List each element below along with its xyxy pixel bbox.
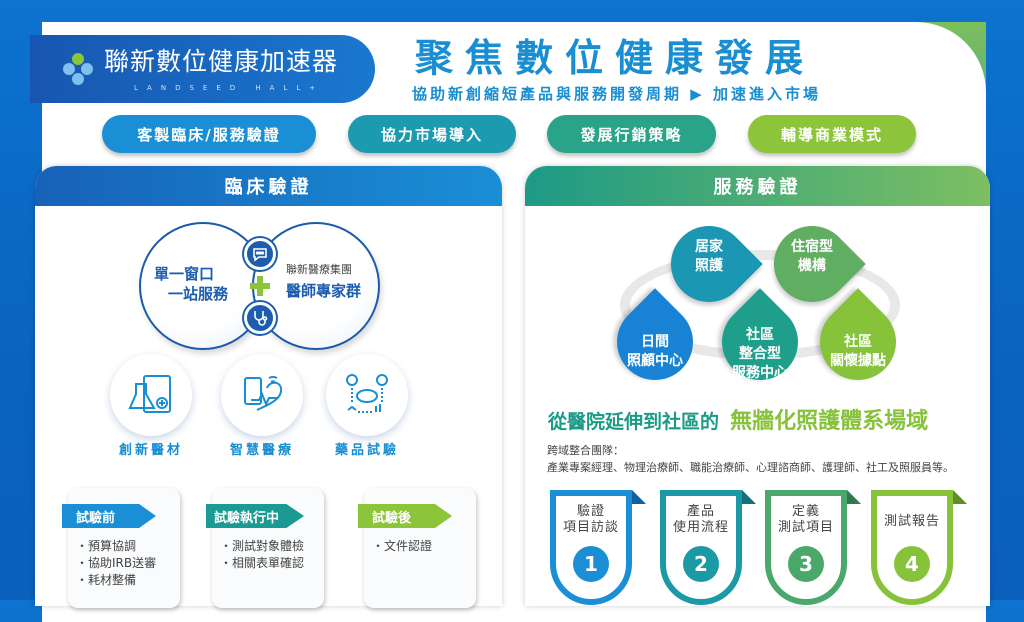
page-title: 聚焦數位健康發展 (415, 36, 816, 80)
brand-name: 聯新數位健康加速器 (104, 47, 339, 76)
clinical-panel: 臨床驗證 (35, 166, 502, 606)
top-logos (508, 0, 838, 8)
service-title: 服務驗證 (525, 166, 990, 206)
brand-english: LANDSEED HALL+ (134, 84, 325, 92)
brand-banner: 聯新數位健康加速器 LANDSEED HALL+ (30, 35, 375, 103)
pill-marketing: 發展行銷策略 (547, 115, 716, 153)
pill-clinical-service: 客製臨床/服務驗證 (102, 115, 316, 153)
brand-logo-icon (63, 53, 93, 85)
clinical-title: 臨床驗證 (35, 166, 502, 206)
pill-business-model: 輔導商業模式 (748, 115, 916, 153)
page-subtitle: 協助新創縮短產品與服務開發周期 ▶ 加速進入市場 (412, 85, 821, 103)
service-panel: 服務驗證 (525, 166, 990, 606)
pill-market: 協力市場導入 (348, 115, 516, 153)
